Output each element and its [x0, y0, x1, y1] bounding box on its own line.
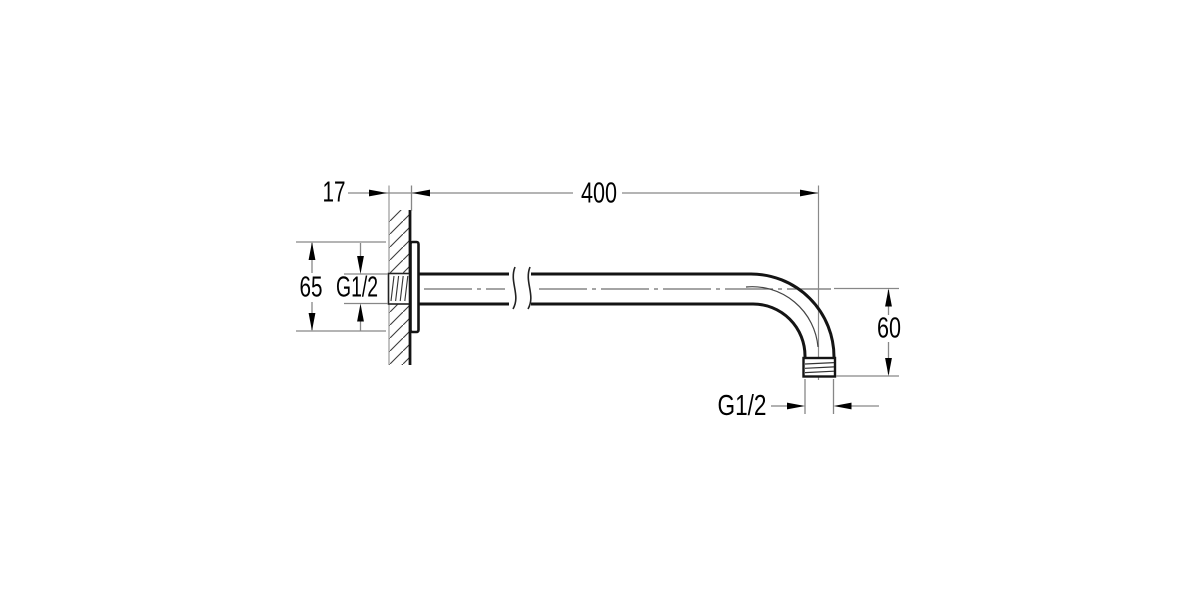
elbow-reflection-line: [745, 286, 819, 348]
arrowhead: [885, 288, 892, 307]
arrowhead: [357, 303, 364, 322]
pipe-break-symbol: [512, 266, 532, 310]
arrowhead: [412, 189, 430, 197]
dimension-drop-height: 60: [834, 287, 901, 377]
dim-arm-length-label: 400: [581, 178, 617, 210]
arrowhead: [885, 358, 892, 376]
arrowhead: [369, 189, 387, 197]
dimension-wall-offset: 17: [323, 177, 573, 211]
inlet-thread: [387, 272, 411, 305]
arrowhead: [357, 256, 364, 274]
dim-outlet-thread-label: G1/2: [718, 390, 767, 422]
dimension-flange-diameter: 65: [296, 241, 386, 332]
centerlines: [424, 185, 831, 380]
wall-flange: [409, 240, 420, 334]
arrowhead: [308, 242, 316, 260]
dimension-outlet-thread: G1/2: [718, 379, 879, 422]
arrowhead: [787, 402, 805, 410]
arrowhead: [800, 189, 818, 197]
outlet-thread: [802, 356, 837, 378]
dimension-arm-length: 400: [581, 178, 818, 210]
dim-drop-height-label: 60: [877, 313, 901, 345]
shower-arm: [387, 240, 837, 378]
dimension-wall-thread: G1/2: [336, 243, 388, 331]
dim-wall-thread-label: G1/2: [336, 272, 378, 304]
tube-bottom-edge: [418, 302, 807, 359]
arrowhead: [308, 313, 316, 331]
arrowhead: [833, 402, 852, 410]
dim-wall-offset-label: 17: [323, 177, 346, 209]
tube-top-edge: [418, 272, 836, 359]
dim-flange-diameter-label: 65: [300, 272, 323, 304]
